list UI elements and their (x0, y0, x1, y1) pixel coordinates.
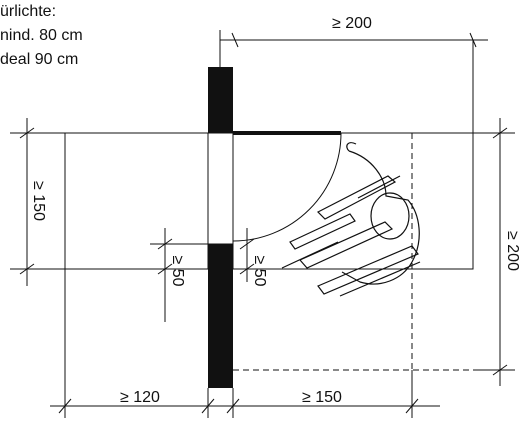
dim-bottom-tick-3 (226, 398, 240, 414)
figure-push-rim-2 (281, 241, 339, 269)
door-leaf (233, 131, 341, 135)
figure-front-wheel (299, 221, 394, 269)
area-right (232, 132, 474, 270)
note-line-1: ürlichte: (0, 3, 57, 20)
door-swing-arc (232, 132, 342, 242)
wall-segment-upper (208, 67, 233, 133)
door (232, 131, 342, 242)
clear-areas (64, 132, 474, 371)
dim-label-left: ≥ 150 (30, 181, 47, 221)
dim-label-top: ≥ 200 (332, 15, 372, 32)
dimension-labels: ≥ 200 ≥ 150 ≥ 200 ≥ 50 ≥ 50 ≥ 120 ≥ 150 (30, 15, 521, 406)
wall-opening (207, 132, 234, 245)
figure-torso (341, 150, 420, 285)
dimension-lines (10, 32, 515, 418)
figure-shoulder (346, 142, 357, 152)
note-line-2: nind. 80 cm (0, 27, 83, 44)
figure-push-rim-1 (357, 175, 401, 199)
dim-label-bottom-right: ≥ 150 (302, 389, 342, 406)
dim-bottom-tick-2 (201, 398, 215, 414)
dim-top-tick-left (231, 32, 239, 48)
figure-back-wheel (316, 175, 397, 220)
figure-push-rim-3 (339, 261, 421, 297)
figure-upper-arm (289, 213, 356, 250)
dim-label-bottom-left: ≥ 120 (120, 389, 160, 406)
figure-head (370, 192, 410, 240)
dim-inner-right-tick-top (239, 238, 255, 250)
note-line-3: deal 90 cm (0, 51, 79, 68)
figure-lower-arm (317, 245, 419, 295)
area-left (64, 132, 209, 270)
wall-segment-lower (208, 244, 233, 388)
dim-label-inner-left: ≥ 50 (169, 255, 186, 286)
dim-label-right: ≥ 200 (504, 231, 521, 271)
wall (207, 30, 234, 388)
dim-inner-right-tick-bottom (239, 263, 255, 275)
dim-bottom-tick-1 (58, 398, 72, 414)
dim-inner-left-tick-bottom (157, 263, 173, 275)
dim-label-inner-right: ≥ 50 (251, 255, 268, 286)
door-clearance-note: ürlichte: nind. 80 cm deal 90 cm (0, 0, 83, 72)
dim-bottom-tick-4 (405, 398, 419, 414)
wheelchair-user-figure (281, 142, 421, 297)
